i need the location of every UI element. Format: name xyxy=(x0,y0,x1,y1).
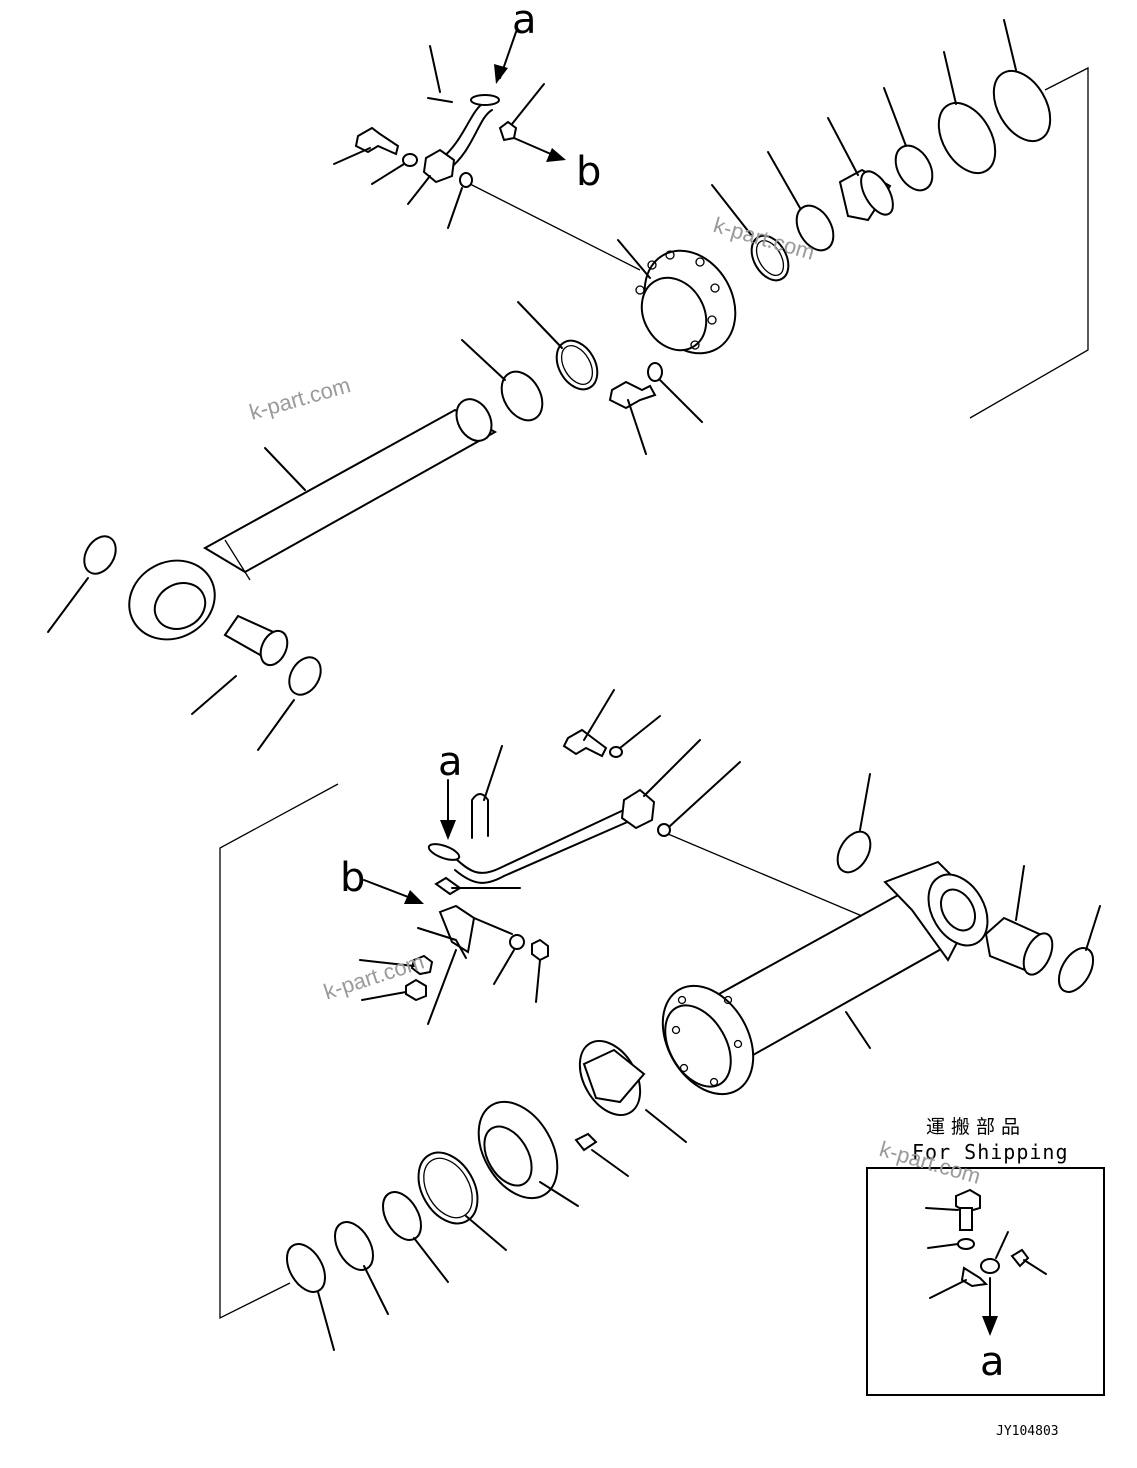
bracket-nut xyxy=(531,938,549,962)
mount-bracket xyxy=(417,904,476,959)
pipe-nipple xyxy=(498,120,518,142)
u-clip xyxy=(471,793,489,839)
frame-line-lower xyxy=(219,783,339,1320)
callout-b-upper: b xyxy=(576,149,602,195)
head-ring xyxy=(894,144,934,192)
shipping-washer xyxy=(957,1238,975,1250)
clamp xyxy=(434,876,521,896)
shipping-cap xyxy=(980,1258,1000,1274)
wear-ring-c xyxy=(286,1243,326,1293)
bracket-bolt xyxy=(410,954,434,976)
cylinder-tube xyxy=(661,860,989,1096)
backup-ring xyxy=(555,339,599,391)
leader-line-lower xyxy=(667,833,863,917)
head-bolt xyxy=(608,380,657,410)
lower-pipe xyxy=(427,788,656,884)
callout-a-lower: a xyxy=(438,739,463,785)
head-seal xyxy=(750,234,790,282)
drawing-code: JY104803 xyxy=(996,1424,1059,1439)
pipe-flange xyxy=(422,148,456,184)
bottom-ring xyxy=(836,830,872,874)
rod-seal-ring xyxy=(500,370,544,422)
tube-bolt xyxy=(562,728,608,758)
bottom-bushing xyxy=(984,916,1054,976)
shipping-title-japanese: 運搬部品 xyxy=(926,1116,1027,1138)
piston-nut xyxy=(578,1040,646,1116)
head-dust-seal xyxy=(992,69,1052,143)
head-washer xyxy=(647,362,663,382)
shipping-plate xyxy=(960,1266,989,1288)
shipping-box xyxy=(866,1167,1105,1396)
piston-ring xyxy=(417,1151,479,1225)
bracket-washer xyxy=(509,934,525,950)
frame-line-upper xyxy=(969,66,1089,419)
cylinder-head xyxy=(635,249,737,355)
head-o-ring xyxy=(795,204,835,252)
snap-ring xyxy=(83,535,117,575)
dust-seal xyxy=(288,656,322,696)
tube-washer xyxy=(609,746,623,758)
pipe-o-ring xyxy=(459,172,473,188)
pipe-washer xyxy=(402,153,418,167)
shipping-clip xyxy=(1010,1248,1030,1268)
wear-ring-b xyxy=(334,1221,374,1271)
tube-o-ring xyxy=(657,823,671,837)
small-nut xyxy=(405,978,427,1002)
piston-rod xyxy=(128,398,498,641)
shipping-bolt xyxy=(955,1188,981,1231)
callout-a-box: a xyxy=(980,1339,1005,1385)
bushing xyxy=(223,614,289,667)
set-screw xyxy=(574,1132,598,1152)
wear-ring-a xyxy=(382,1191,422,1241)
piston xyxy=(477,1100,559,1200)
pipe-bolt xyxy=(354,126,400,156)
bottom-dust-seal xyxy=(1057,947,1095,993)
head-bushing xyxy=(838,168,894,222)
shipping-title-english: For Shipping xyxy=(912,1140,1069,1164)
head-wear-ring xyxy=(937,101,997,175)
callout-a-upper: a xyxy=(512,0,537,43)
leader-line xyxy=(469,183,641,271)
callout-b-lower: b xyxy=(340,855,366,901)
